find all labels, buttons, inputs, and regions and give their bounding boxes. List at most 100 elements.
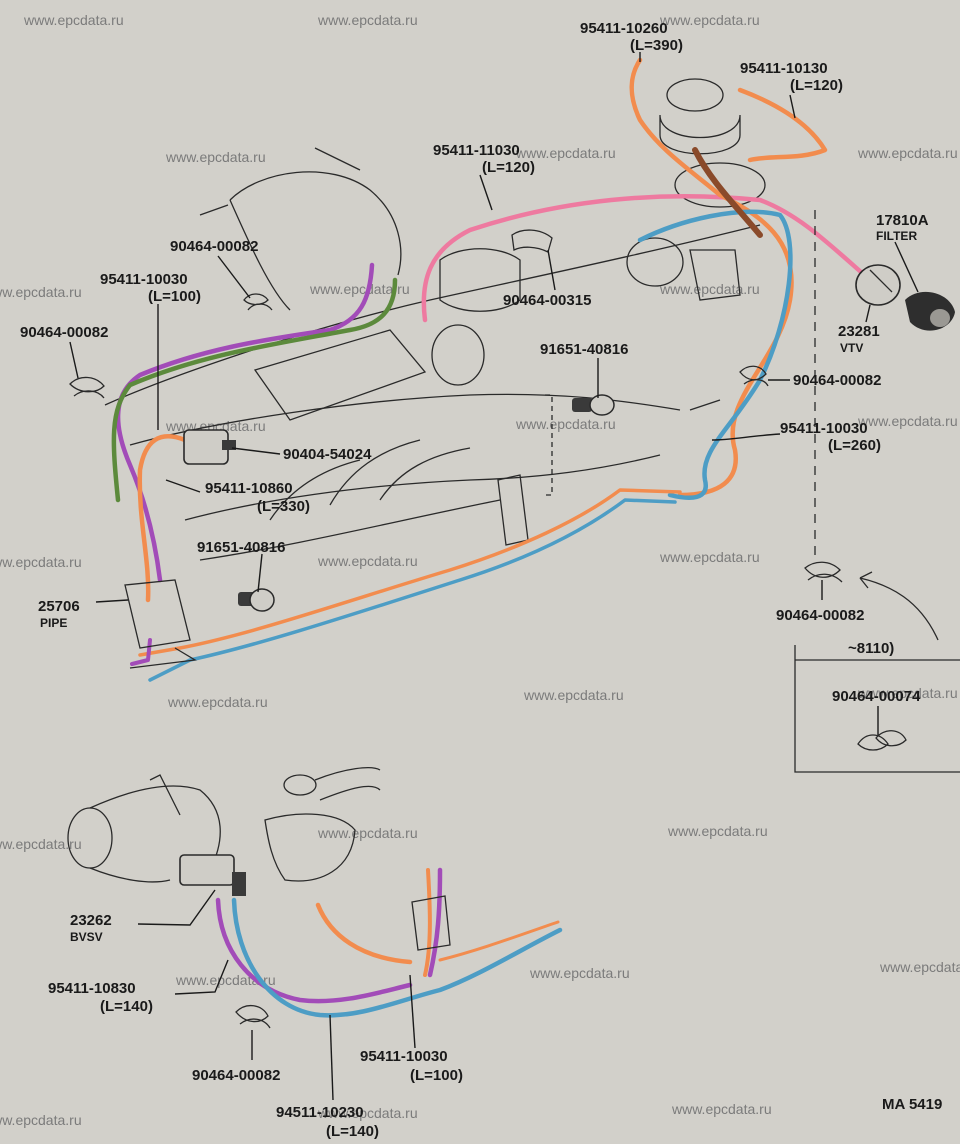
pipe-orange-lower xyxy=(438,920,560,962)
hose-clamp-icon xyxy=(243,293,273,311)
part-number-label: 95411-10130 xyxy=(740,60,828,77)
watermark: www.epcdata.ru xyxy=(317,1105,418,1121)
watermark: www.epcdata.ru xyxy=(0,1112,82,1128)
hose-blue-upper xyxy=(637,209,793,500)
part-number-label: 90464-00082 xyxy=(20,324,108,341)
hose-purple-stub xyxy=(130,638,152,666)
part-number-label: 95411-10030 xyxy=(360,1048,448,1065)
part-number-label: 91651-40816 xyxy=(197,539,285,556)
vtv-valve-icon xyxy=(855,264,901,306)
part-number-label: 95411-11030 xyxy=(433,142,520,159)
watermark: www.epcdata.ru xyxy=(167,694,268,710)
bolt-icon xyxy=(572,394,615,416)
watermark: www.epcdata.ru xyxy=(529,965,630,981)
hose-length-label: (L=390) xyxy=(630,37,683,54)
hose-purple-lower-b xyxy=(427,867,443,978)
part-name-label: VTV xyxy=(840,341,863,355)
part-number-label: 95411-10860 xyxy=(205,480,293,497)
hose-orange-lower-b xyxy=(423,868,432,977)
page-reference: MA 5419 xyxy=(882,1096,942,1113)
pipe-orange xyxy=(138,488,682,657)
part-name-label: PIPE xyxy=(40,616,67,630)
watermark: www.epcdata.ru xyxy=(23,12,124,28)
hose-clamp-icon xyxy=(69,376,105,399)
pipe-blue xyxy=(148,498,677,682)
part-number-label: 23281 xyxy=(838,323,880,340)
watermark: www.epcdata.ru xyxy=(165,149,266,165)
part-number-label: 23262 xyxy=(70,912,112,929)
part-number-label: 94511-10230 xyxy=(276,1104,364,1121)
part-number-label: 90464-00082 xyxy=(170,238,258,255)
hose-length-label: (L=120) xyxy=(790,77,843,94)
part-number-label: 25706 xyxy=(38,598,80,615)
watermark: www.epcdata.ru xyxy=(0,284,82,300)
part-labels: 95411-10260 (L=390) 95411-10130 (L=120) … xyxy=(20,20,942,1140)
watermark: www.epcdata.ru xyxy=(659,549,760,565)
upper-components xyxy=(69,210,960,773)
inset-box xyxy=(794,645,960,773)
part-number-label: 17810A xyxy=(876,212,929,229)
watermark: www.epcdata.ru xyxy=(659,281,760,297)
bvsv-valve-icon xyxy=(179,854,246,896)
hose-clamp-icon xyxy=(739,365,769,387)
vsv-valve-icon xyxy=(183,429,236,465)
watermark: www.epcdata.ru xyxy=(857,685,958,701)
watermark: www.epcdata.ru xyxy=(857,413,958,429)
watermark: www.epcdata.ru xyxy=(671,1101,772,1117)
pipe-bracket-icon xyxy=(124,579,197,669)
upper-hoses xyxy=(111,57,873,682)
hose-clamp-icon xyxy=(804,561,843,583)
hose-green xyxy=(111,277,398,503)
part-name-label: BVSV xyxy=(70,930,103,944)
watermark: www.epcdata.ru xyxy=(515,416,616,432)
part-number-label: 95411-10030 xyxy=(100,271,188,288)
part-number-label: 90404-54024 xyxy=(283,446,372,463)
lower-assembly xyxy=(67,767,563,1029)
part-number-label: 95411-10830 xyxy=(48,980,136,997)
watermark: www.epcdata.ru xyxy=(0,554,82,570)
hose-clamp-icon xyxy=(511,229,553,253)
hose-length-label: (L=120) xyxy=(482,159,535,176)
watermark: www.epcdata.ru xyxy=(309,281,410,297)
hose-length-label: (L=260) xyxy=(828,437,881,454)
watermark: www.epcdata.ru xyxy=(667,823,768,839)
arrow-icon xyxy=(859,577,939,641)
part-number-label: 91651-40816 xyxy=(540,341,628,358)
hose-length-label: (L=140) xyxy=(100,998,153,1015)
hose-orange-left xyxy=(137,434,188,603)
watermark: www.epcdata.ru xyxy=(879,959,960,975)
hose-clamp-icon xyxy=(235,1005,271,1029)
watermark: www.epcdata.ru xyxy=(857,145,958,161)
watermark: www.epcdata.ru xyxy=(317,12,418,28)
part-name-label: FILTER xyxy=(876,229,917,243)
watermark: www.epcdata.ru xyxy=(317,825,418,841)
hose-blue-lower xyxy=(231,897,563,1018)
range-label: ~8110) xyxy=(848,640,894,657)
part-number-label: 90464-00082 xyxy=(776,607,864,624)
hose-purple-lower xyxy=(215,897,413,1004)
watermark: www.epcdata.ru xyxy=(0,836,82,852)
hose-orange-lower xyxy=(315,902,413,965)
bolt-icon xyxy=(238,588,275,612)
part-number-label: 95411-10260 xyxy=(580,20,668,37)
engine-outline xyxy=(104,78,766,561)
hose-orange-short xyxy=(737,87,828,163)
part-number-label: 90464-00082 xyxy=(192,1067,280,1084)
hose-length-label: (L=100) xyxy=(148,288,201,305)
part-number-label: 90464-00082 xyxy=(793,372,881,389)
arrow-head-icon xyxy=(859,571,873,589)
filter-icon xyxy=(905,291,955,331)
part-number-label: 95411-10030 xyxy=(780,420,868,437)
watermark: www.epcdata.ru xyxy=(523,687,624,703)
hose-pink xyxy=(421,194,873,323)
leader-lines xyxy=(69,52,919,1101)
watermark: www.epcdata.ru xyxy=(659,12,760,28)
watermark: www.epcdata.ru xyxy=(515,145,616,161)
hose-length-label: (L=330) xyxy=(257,498,310,515)
hose-length-label: (L=100) xyxy=(410,1067,463,1084)
hose-length-label: (L=140) xyxy=(326,1123,379,1140)
hose-orange-upper xyxy=(629,57,794,498)
watermark: www.epcdata.ru xyxy=(317,553,418,569)
clamp-set-icon xyxy=(857,730,907,751)
